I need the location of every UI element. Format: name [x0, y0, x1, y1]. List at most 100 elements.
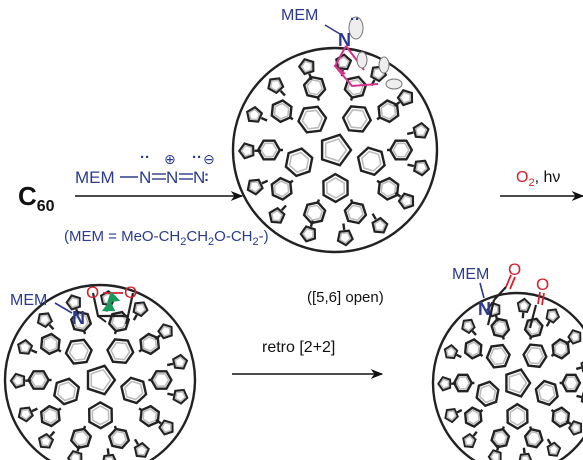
- cage-ring-inner: [570, 422, 581, 434]
- cage-ring-inner: [20, 408, 32, 421]
- cage-bond: [133, 438, 140, 446]
- cage-ring-inner: [493, 320, 508, 336]
- cage-ring-inner: [67, 296, 79, 309]
- cage-bond: [316, 199, 321, 203]
- cage-ring: [371, 216, 389, 234]
- cage-ring-inner: [249, 180, 262, 193]
- cage-bond: [376, 179, 381, 184]
- cage-ring: [65, 294, 81, 311]
- cage-ring-inner: [439, 378, 450, 390]
- cage-ring: [486, 301, 501, 318]
- cage-bond: [393, 101, 401, 107]
- cage-ring: [412, 159, 431, 177]
- oxygen-1-product: O: [508, 260, 521, 279]
- mem-label-int2: MEM: [10, 292, 47, 309]
- cage-ring: [66, 449, 83, 460]
- nitrene-bridge-1: [333, 16, 403, 90]
- cage-ring-inner: [42, 407, 58, 425]
- c60-label: C60: [18, 181, 55, 215]
- cage-bond: [479, 408, 484, 413]
- cage-ring: [461, 318, 476, 335]
- mem-label-int1: MEM: [281, 7, 318, 24]
- cage-bond: [407, 163, 415, 168]
- cage-ring: [102, 453, 117, 460]
- cage-bond: [309, 220, 314, 228]
- cage-ring: [158, 419, 174, 436]
- cage-ring-inner: [455, 376, 471, 390]
- cage-ring: [370, 65, 388, 83]
- oxygen-2-product: O: [536, 275, 549, 294]
- cage-ring-inner: [90, 368, 112, 392]
- cage-ring-inner: [446, 410, 457, 422]
- cage-ring-inner: [302, 227, 314, 241]
- cage-ring-inner: [142, 335, 158, 353]
- cage-ring-inner: [124, 380, 144, 401]
- cage-ring-inner: [466, 341, 480, 357]
- cage-ring: [245, 105, 264, 123]
- cage-ring-inner: [306, 204, 324, 221]
- cage-ring: [86, 364, 117, 396]
- cage-bond: [316, 97, 321, 101]
- oxygen-2-int2: O: [124, 283, 137, 302]
- cage-ring: [172, 388, 189, 405]
- cage-ring: [487, 449, 502, 460]
- cage-bond: [501, 336, 505, 340]
- cage-bond: [280, 204, 287, 211]
- fullerene-2: [3, 283, 197, 460]
- cage-ring-inner: [174, 390, 187, 403]
- cage-bond: [76, 445, 81, 452]
- cage-bond: [113, 425, 118, 430]
- cage-ring-inner: [174, 356, 186, 368]
- cage-ring-inner: [240, 144, 253, 158]
- azide-reagent: MEM N ·· N ⊕ N ·· : ⊖: [75, 149, 215, 187]
- cage-bond: [30, 349, 38, 354]
- cage-bond: [576, 394, 582, 399]
- fullerene-3: [431, 291, 583, 460]
- cage-ring: [336, 229, 354, 247]
- cage-ring-inner: [160, 421, 172, 434]
- cage-ring-inner: [91, 405, 110, 426]
- cage-ring: [9, 372, 26, 389]
- cage-ring-inner: [525, 346, 545, 365]
- cage-ring-inner: [73, 313, 90, 330]
- lone-pair-int1: ··: [350, 11, 360, 28]
- cage-ring: [237, 142, 255, 160]
- cage-ring-inner: [547, 310, 558, 322]
- cage-ring-inner: [509, 406, 526, 427]
- cage-ring: [132, 301, 149, 318]
- cage-ring: [516, 297, 532, 313]
- cage-ring: [267, 77, 285, 95]
- cage-bond: [565, 339, 571, 346]
- cage-ring-inner: [548, 443, 560, 455]
- cage-ring: [133, 441, 150, 458]
- cage-ring-inner: [288, 151, 310, 174]
- cage-ring: [17, 338, 34, 355]
- cage-ring-inner: [324, 138, 348, 162]
- cage-ring-inner: [339, 231, 352, 244]
- cage-ring-inner: [445, 346, 457, 358]
- cage-ring-inner: [73, 430, 90, 447]
- cage-ring-inner: [392, 142, 410, 158]
- cage-ring-inner: [414, 124, 428, 137]
- oxygen-1-int2: O: [86, 283, 99, 302]
- cage-ring: [437, 375, 452, 392]
- cage-ring-inner: [380, 180, 397, 198]
- cage-ring: [396, 88, 414, 107]
- nitrogen-3: N: [193, 168, 205, 187]
- cage-ring-inner: [110, 341, 131, 361]
- cage-bond: [376, 116, 381, 121]
- cage-ring-inner: [12, 374, 24, 387]
- cage-bond: [575, 366, 582, 371]
- cage-bond: [82, 425, 87, 430]
- cage-ring: [36, 312, 54, 329]
- lone-pair-1: ··: [140, 149, 150, 166]
- cage-bond: [260, 116, 268, 122]
- nitrogen-int2: N: [72, 308, 85, 328]
- cage-bond: [75, 308, 80, 316]
- charge-plus: ⊕: [164, 151, 176, 167]
- cage-bond: [349, 97, 354, 101]
- cage-bond: [455, 353, 462, 359]
- cage-ring-inner: [301, 109, 324, 130]
- cage-ring-inner: [56, 381, 77, 402]
- cage-bond: [371, 213, 377, 220]
